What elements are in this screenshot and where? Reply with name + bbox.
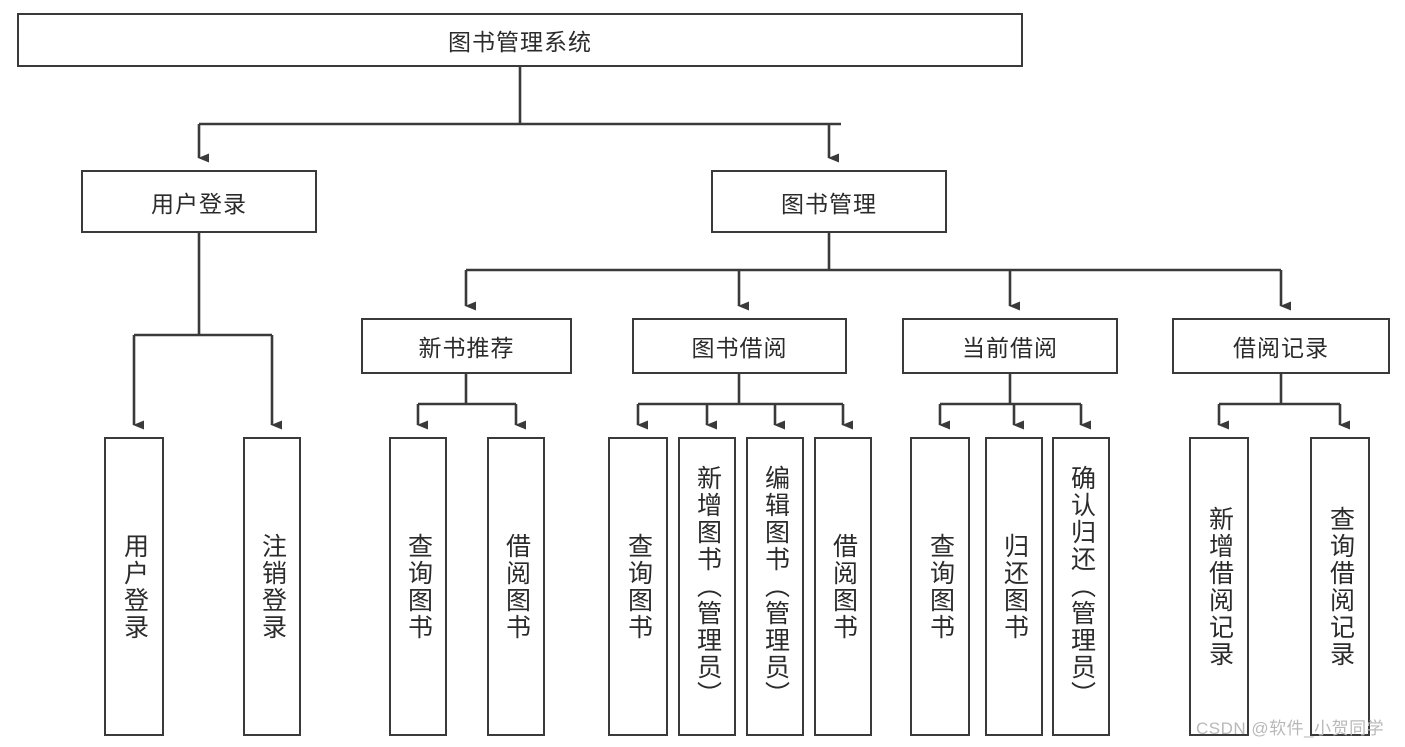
node-book-borrow-label: 图书借阅 [691,335,788,361]
leaf-add-book-admin-label: 新增图书（管理员） [693,465,722,708]
node-user-login[interactable]: 用户登录 [81,170,317,233]
node-root[interactable]: 图书管理系统 [17,13,1023,67]
leaf-add-borrow-record-label: 新增借阅记录 [1205,505,1234,668]
leaf-borrow-book-recommend[interactable]: 借阅图书 [487,437,545,736]
csdn-watermark: CSDN @软件_小贺同学 [1196,719,1385,738]
node-user-login-label: 用户登录 [151,190,247,217]
node-new-book-recommend[interactable]: 新书推荐 [361,318,572,374]
leaf-return-book[interactable]: 归还图书 [985,437,1043,736]
leaf-add-borrow-record[interactable]: 新增借阅记录 [1189,437,1249,736]
node-root-label: 图书管理系统 [448,29,592,55]
leaf-add-book-admin[interactable]: 新增图书（管理员） [678,437,736,736]
leaf-query-book-current[interactable]: 查询图书 [910,437,970,736]
node-current-borrow-label: 当前借阅 [962,335,1058,361]
leaf-confirm-return-admin[interactable]: 确认归还（管理员） [1052,437,1110,736]
leaf-user-login-label: 用户登录 [120,532,149,641]
leaf-query-book-borrow[interactable]: 查询图书 [608,437,668,736]
leaf-user-login[interactable]: 用户登录 [104,437,164,736]
node-new-book-recommend-label: 新书推荐 [418,335,515,361]
leaf-edit-book-admin-label: 编辑图书（管理员） [761,465,790,708]
node-book-management-label: 图书管理 [781,190,877,217]
leaf-confirm-return-admin-label: 确认归还（管理员） [1067,465,1096,708]
node-book-borrow[interactable]: 图书借阅 [632,318,847,374]
node-borrow-record-label: 借阅记录 [1233,335,1329,361]
leaf-query-borrow-record[interactable]: 查询借阅记录 [1310,437,1370,736]
leaf-query-borrow-record-label: 查询借阅记录 [1326,505,1355,668]
leaf-edit-book-admin[interactable]: 编辑图书（管理员） [746,437,804,736]
node-book-management[interactable]: 图书管理 [711,170,947,233]
leaf-query-book-borrow-label: 查询图书 [624,532,653,641]
node-borrow-record[interactable]: 借阅记录 [1172,318,1390,374]
leaf-user-logout-label: 注销登录 [258,532,287,641]
leaf-borrow-book[interactable]: 借阅图书 [814,437,872,736]
node-current-borrow[interactable]: 当前借阅 [902,318,1118,374]
leaf-user-logout[interactable]: 注销登录 [243,437,301,736]
leaf-query-book-current-label: 查询图书 [926,532,955,641]
leaf-borrow-book-label: 借阅图书 [829,532,858,641]
leaf-query-book-recommend-label: 查询图书 [404,532,433,641]
leaf-query-book-recommend[interactable]: 查询图书 [389,437,447,736]
leaf-borrow-book-recommend-label: 借阅图书 [502,532,531,641]
leaf-return-book-label: 归还图书 [1000,532,1029,641]
